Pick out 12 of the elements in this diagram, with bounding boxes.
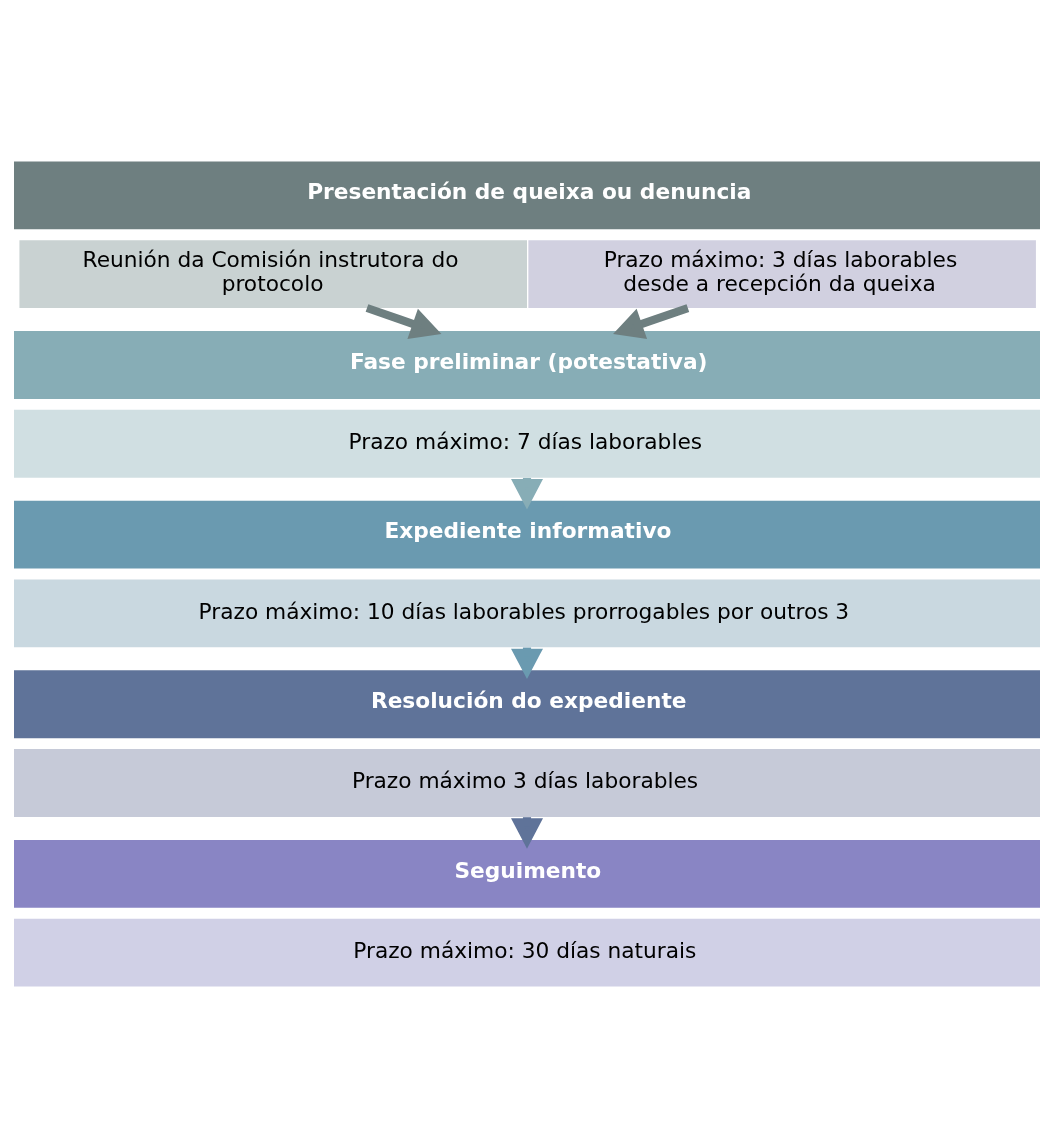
node-box: Fase preliminar (potestativa)	[14, 330, 1040, 399]
node-box: Prazo máximo 3 días laborables	[14, 748, 1040, 817]
node-box: Expediente informativo	[14, 500, 1040, 569]
node-box: Reunión da Comisión instrutora do protocolo	[19, 239, 527, 308]
node-box: Prazo máximo: 30 días naturais	[14, 918, 1040, 987]
node-box: Presentación de queixa ou denuncia	[14, 160, 1040, 229]
node-box: Prazo máximo: 7 días laborables	[14, 409, 1040, 478]
node-box: Prazo máximo: 10 días laborables prorrogables por outros 3	[14, 578, 1040, 647]
node-box: Resolución do expediente	[14, 669, 1040, 738]
node-box: Prazo máximo: 3 días laborables desde a recepción da queixa	[528, 239, 1036, 308]
node-box: Seguimento	[14, 839, 1040, 908]
arrow	[613, 303, 690, 339]
